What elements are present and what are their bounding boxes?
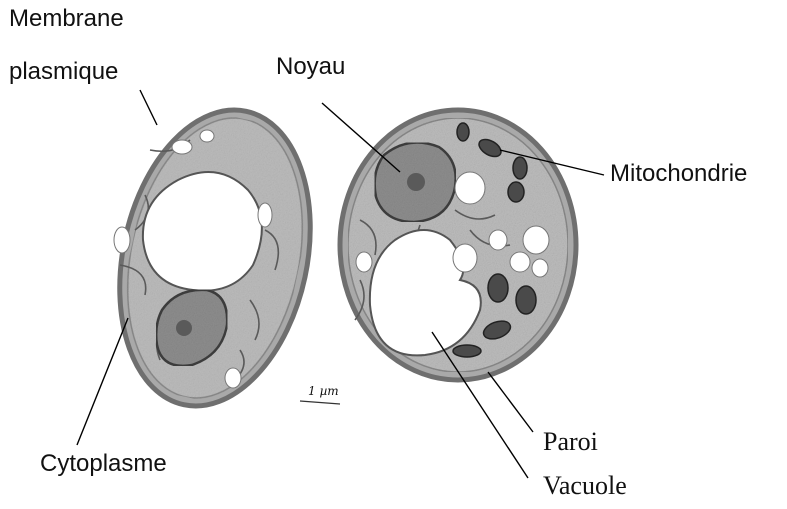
mitochondrion <box>513 157 527 179</box>
label-cytoplasme: Cytoplasme <box>40 450 167 478</box>
left-cell-vesicle <box>172 140 192 154</box>
right-cell-vesicle <box>489 230 507 250</box>
left-cell-vesicle <box>225 368 241 388</box>
mitochondrion <box>516 286 536 314</box>
left-cell-vesicle <box>200 130 214 142</box>
right-cell-vesicle <box>523 226 549 254</box>
scale-bar-label: 1 µm <box>308 384 339 398</box>
right-cell-vesicle <box>356 252 372 272</box>
mitochondrion <box>457 123 469 141</box>
right-cell-vesicle <box>453 244 477 272</box>
left-cell-vesicle <box>258 203 272 227</box>
pointer-cytoplasme <box>77 318 128 445</box>
label-paroi: Paroi <box>543 428 598 456</box>
right-cell-vesicle <box>510 252 530 272</box>
label-mitochondrie: Mitochondrie <box>610 160 747 188</box>
label-membrane-line1: Membrane <box>9 5 124 33</box>
scale-bar-line <box>300 401 340 404</box>
pointer-membrane <box>140 90 157 125</box>
pointer-paroi <box>488 372 533 432</box>
label-vacuole: Vacuole <box>543 472 627 500</box>
right-cell-vesicle <box>455 172 485 204</box>
mitochondrion <box>508 182 524 202</box>
right-cell-vesicle <box>532 259 548 277</box>
mitochondrion <box>488 274 508 302</box>
left-cell-nucleolus <box>176 320 192 336</box>
label-noyau: Noyau <box>276 53 345 81</box>
left-cell <box>94 92 336 424</box>
mitochondrion <box>453 345 481 357</box>
left-cell-vesicle <box>114 227 130 253</box>
right-cell-nucleolus <box>407 173 425 191</box>
label-membrane-line2: plasmique <box>9 58 118 86</box>
